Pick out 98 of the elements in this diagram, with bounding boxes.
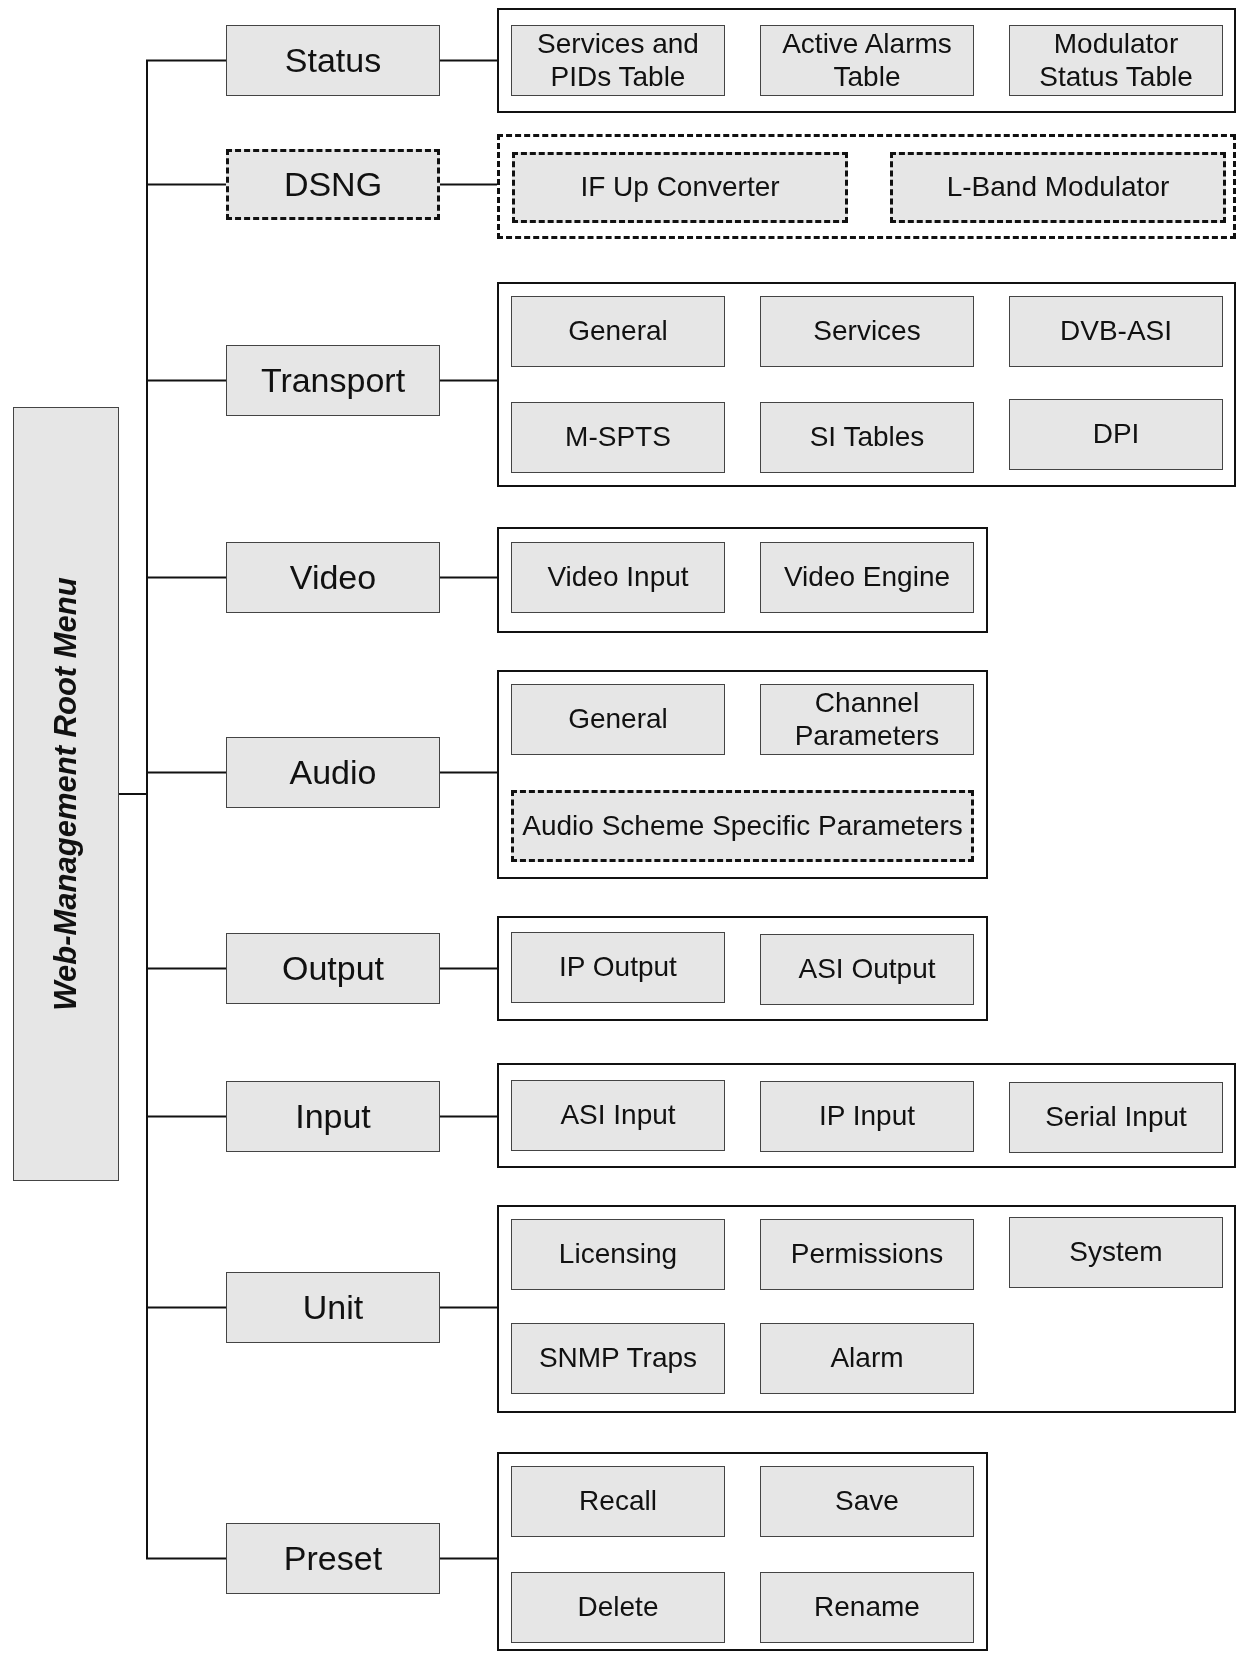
submenu-box [1009, 1217, 1223, 1288]
menu-box [226, 1523, 440, 1594]
menu-label: Audio Scheme Specific Parameters [522, 809, 963, 843]
submenu-box [760, 1323, 974, 1394]
connector-line [439, 576, 498, 579]
menu-box [226, 1272, 440, 1343]
menu-label: IP Input [819, 1100, 915, 1133]
menu-label: Services [813, 315, 921, 348]
submenu-box [511, 1466, 725, 1537]
menu-box [226, 542, 440, 613]
menu-label: Channel Parameters [793, 687, 941, 752]
submenu-box [511, 1572, 725, 1643]
submenu-box [760, 542, 974, 613]
menu-label: Video Engine [783, 561, 951, 594]
menu-label: ASI Output [798, 953, 936, 986]
group-panel [497, 1063, 1236, 1168]
submenu-box [1009, 1082, 1223, 1153]
group-panel [497, 527, 988, 633]
menu-box [226, 149, 440, 220]
menu-label: General [568, 703, 668, 736]
submenu-box [511, 932, 725, 1003]
menu-label: Delete [577, 1591, 659, 1624]
menu-label: DPI [1092, 418, 1140, 451]
menu-label: SI Tables [809, 421, 925, 454]
menu-label: Recall [579, 1485, 657, 1518]
menu-label: Unit [302, 1288, 364, 1327]
group-panel [497, 282, 1236, 487]
submenu-box [511, 542, 725, 613]
menu-label: IP Output [559, 951, 677, 984]
submenu-box [511, 790, 974, 862]
menu-label: Serial Input [1045, 1101, 1187, 1134]
connector-line [439, 1557, 498, 1560]
menu-label: DSNG [283, 165, 383, 204]
submenu-box [511, 684, 725, 755]
submenu-box [512, 152, 848, 223]
submenu-box [760, 1466, 974, 1537]
submenu-box [760, 684, 974, 755]
submenu-box [511, 1323, 725, 1394]
menu-box [226, 933, 440, 1004]
connector-line [439, 771, 498, 774]
menu-label: Transport [260, 361, 406, 400]
submenu-box [511, 25, 725, 96]
menu-label: System [1069, 1236, 1163, 1269]
submenu-box [1009, 296, 1223, 367]
connector-line [439, 967, 498, 970]
group-panel [497, 1205, 1236, 1413]
menu-label: ASI Input [560, 1099, 676, 1132]
submenu-box [1009, 25, 1223, 96]
menu-label: Alarm [830, 1342, 904, 1375]
menu-label: IF Up Converter [580, 171, 780, 204]
connector-line [439, 379, 498, 382]
menu-label: Permissions [790, 1238, 944, 1271]
submenu-box [760, 402, 974, 473]
group-panel [497, 134, 1236, 239]
menu-box [226, 737, 440, 808]
submenu-box [511, 296, 725, 367]
submenu-box [890, 152, 1226, 223]
submenu-box [760, 1219, 974, 1290]
group-panel [497, 8, 1236, 113]
menu-label: Active Alarms Table [781, 28, 953, 93]
menu-label: M-SPTS [565, 421, 671, 454]
submenu-box [511, 1219, 725, 1290]
connector-line [439, 1115, 498, 1118]
connector-line [439, 59, 498, 62]
menu-label: Audio [289, 753, 377, 792]
submenu-box [760, 934, 974, 1005]
menu-label: Licensing [558, 1238, 678, 1271]
submenu-box [760, 1081, 974, 1152]
menu-label: DVB-ASI [1060, 315, 1172, 348]
menu-label: Preset [283, 1539, 383, 1578]
submenu-box [1009, 399, 1223, 470]
submenu-box [760, 1572, 974, 1643]
menu-label: Modulator Status Table [1038, 28, 1194, 93]
group-panel [497, 916, 988, 1021]
menu-label: Save [835, 1485, 899, 1518]
root-menu-box [13, 407, 119, 1181]
root-menu-title: Web-Management Root Menu [48, 577, 84, 1011]
menu-label: Status [284, 41, 382, 80]
menu-label: Rename [814, 1591, 920, 1624]
menu-label: Services and PIDs Table [536, 28, 700, 93]
group-panel [497, 670, 988, 879]
menu-box [226, 345, 440, 416]
group-panel [497, 1452, 988, 1651]
connector-line [439, 1306, 498, 1309]
menu-box [226, 25, 440, 96]
menu-label: Input [295, 1097, 371, 1136]
submenu-box [760, 25, 974, 96]
connector-line [439, 183, 498, 186]
menu-box [226, 1081, 440, 1152]
menu-label: Output [281, 949, 385, 988]
submenu-box [511, 1080, 725, 1151]
menu-label: Video [289, 558, 377, 597]
menu-label: L-Band Modulator [946, 171, 1170, 204]
menu-label: Video Input [547, 561, 689, 594]
submenu-box [511, 402, 725, 473]
menu-label: General [568, 315, 668, 348]
menu-label: SNMP Traps [538, 1342, 698, 1375]
submenu-box [760, 296, 974, 367]
